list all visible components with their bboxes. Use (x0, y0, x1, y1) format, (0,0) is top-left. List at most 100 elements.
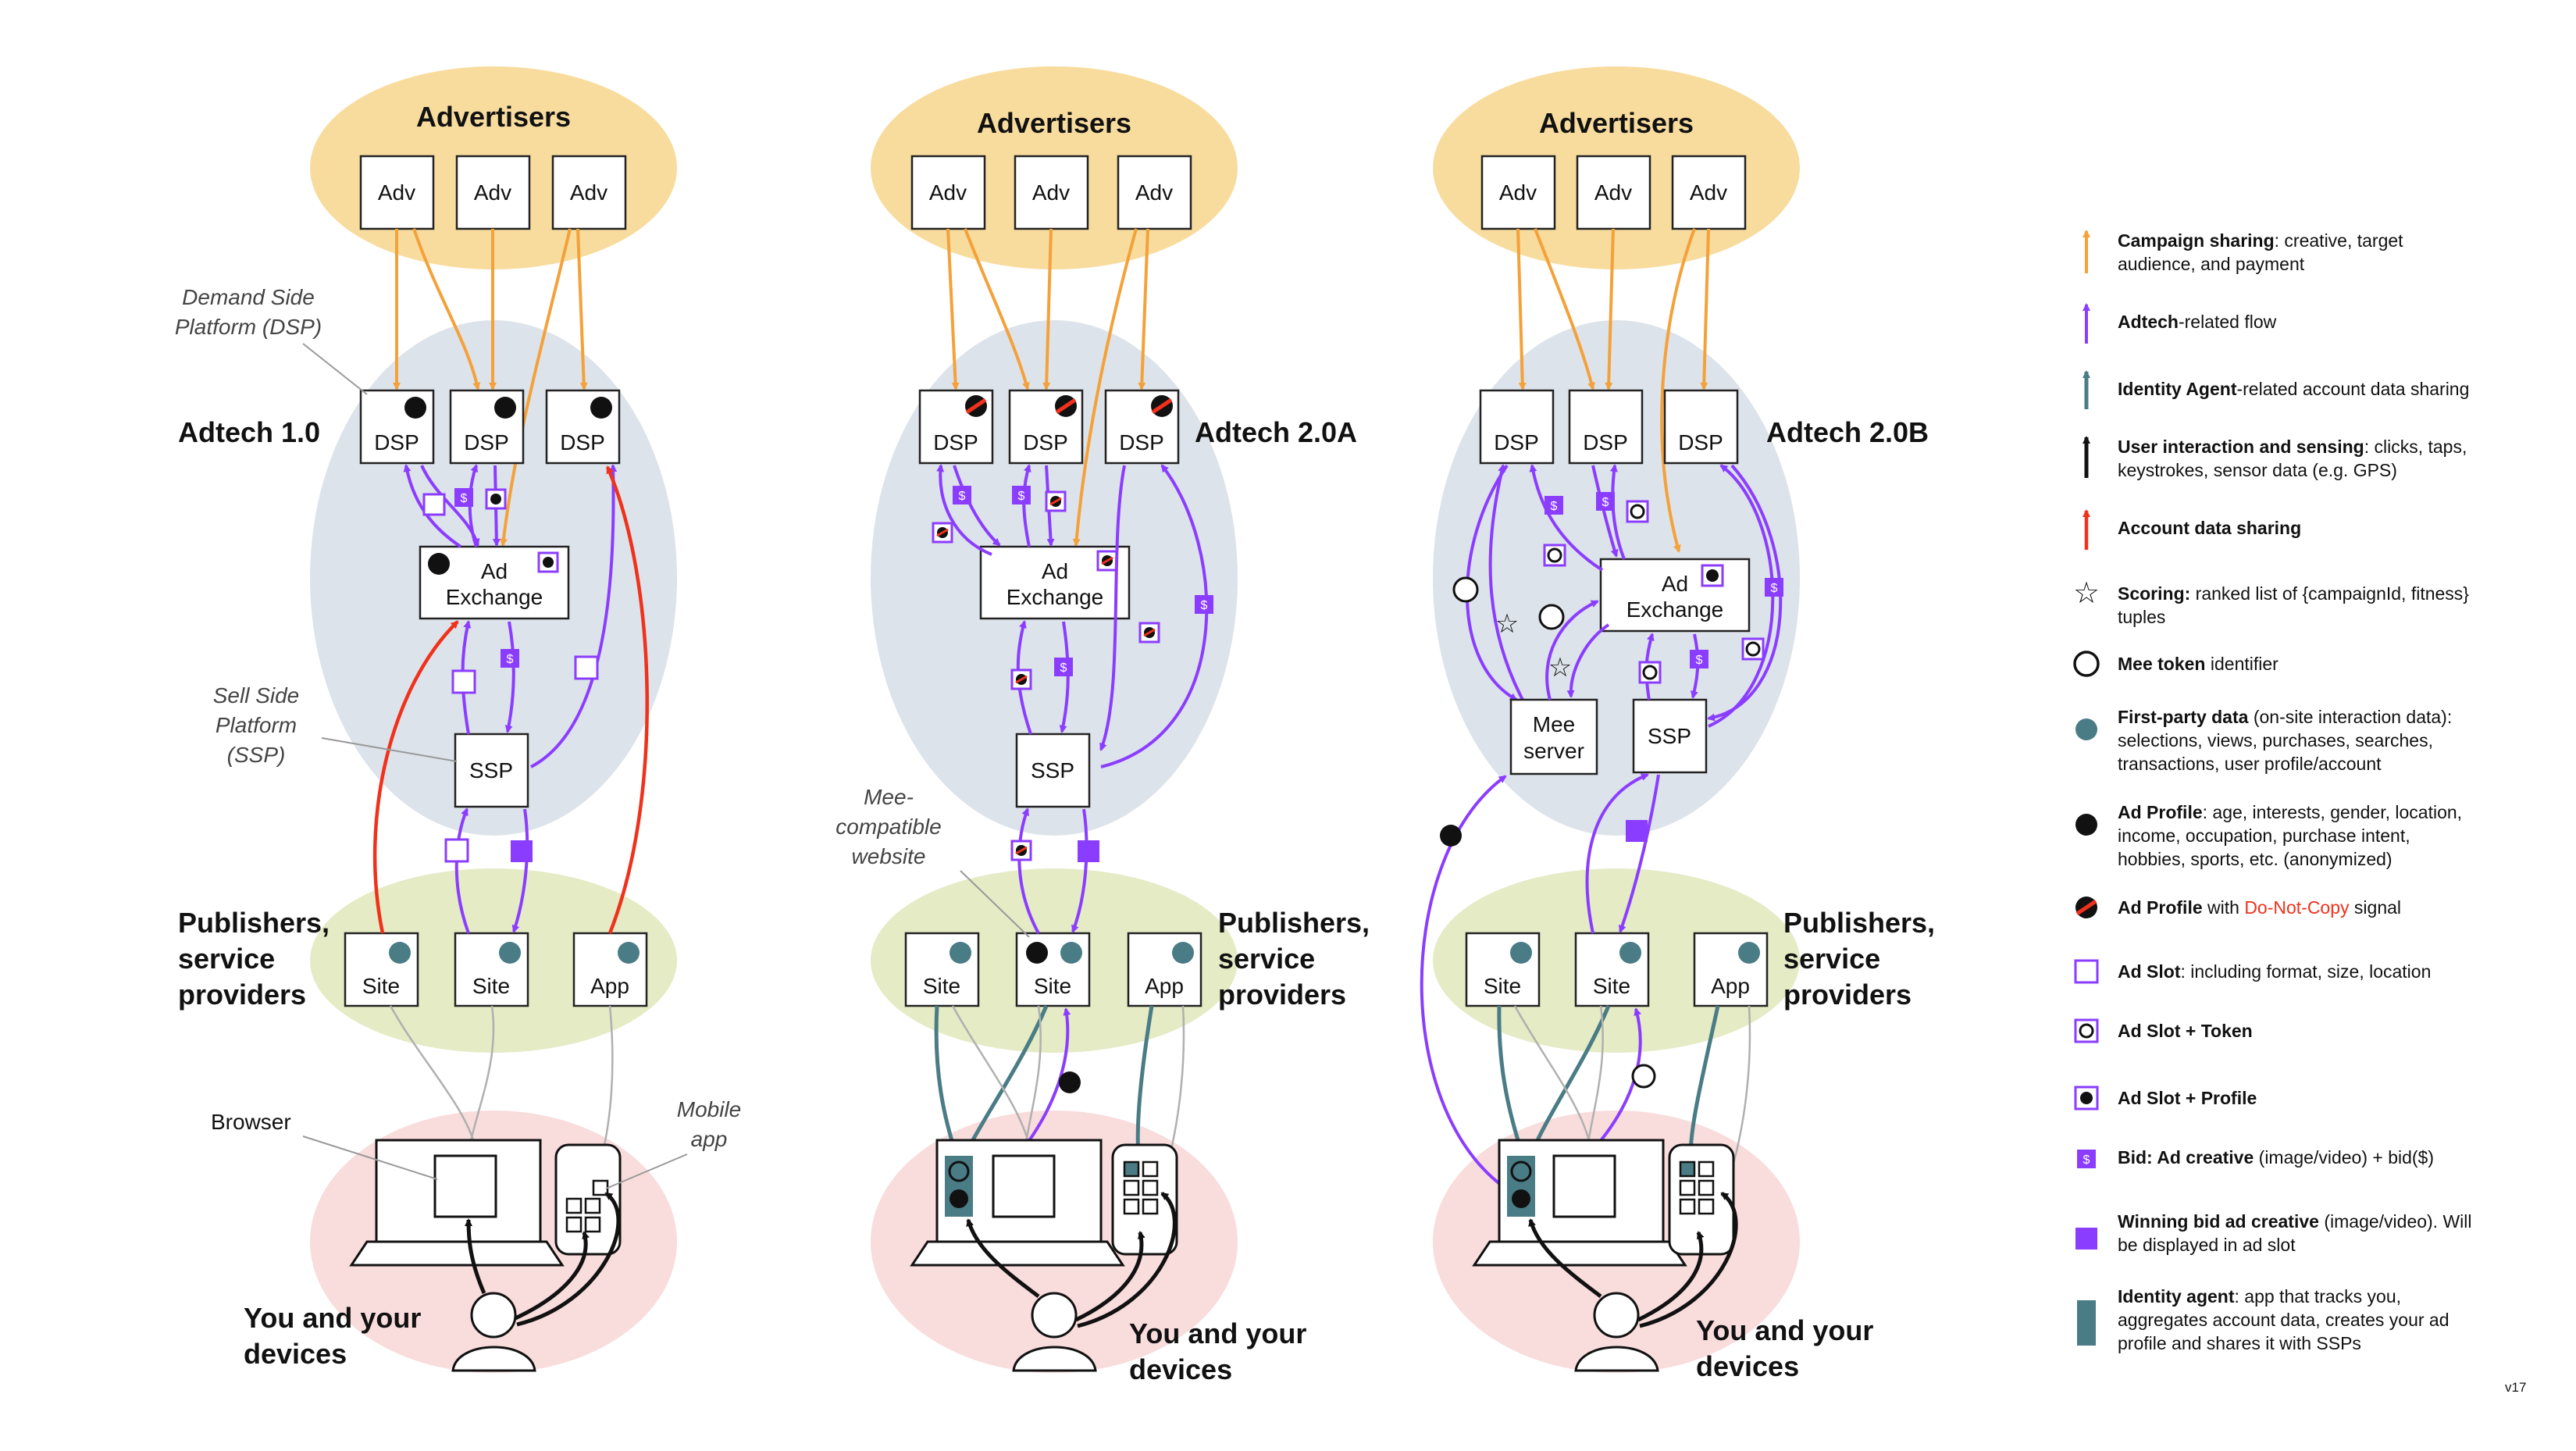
ad-slot-icon (444, 838, 469, 863)
ad-slot-profile-icon (485, 488, 507, 510)
adtech-flow-arrow (953, 465, 1001, 547)
adtech-title: Adtech 2.0B (1766, 416, 1929, 448)
user-interaction-arrow (514, 1231, 590, 1321)
adv-label: Adv (474, 180, 511, 205)
legend-ad-profile-icon (2075, 814, 2097, 836)
app-label: App (1711, 974, 1750, 998)
legend-item: selections, views, purchases, searches, (2118, 730, 2433, 750)
app-grid-icon (1679, 1160, 1715, 1215)
bid-symbol: $ (959, 490, 966, 503)
adv-box (910, 155, 986, 230)
app-grid-icon (565, 1179, 609, 1233)
adv-box (1671, 155, 1747, 230)
ad-exchange-box (1599, 558, 1751, 633)
bid-icon (1596, 492, 1615, 511)
scoring-star-icon: ☆ (1548, 653, 1572, 683)
publishers-title: service (1783, 943, 1880, 975)
leader-line (605, 1153, 688, 1189)
dnc-slot-profile-mark (1101, 555, 1113, 566)
person-icon (1031, 1292, 1078, 1339)
leader-line (960, 870, 1030, 938)
ad-slot-profile-dot (1706, 569, 1719, 582)
legend-item: Identity Agent-related account data shar… (2118, 379, 2469, 399)
first-party-data-dot (1738, 942, 1760, 964)
publishers-title: providers (1783, 979, 1912, 1011)
mee-token-icon (1631, 1064, 1656, 1089)
campaign-arrow (1605, 228, 1615, 390)
legend-item: income, occupation, purchase intent, (2118, 825, 2410, 846)
person-body (451, 1346, 536, 1372)
identity-agent-profile-dot (1512, 1189, 1530, 1208)
users-title: devices (1129, 1353, 1232, 1385)
campaign-arrow (412, 228, 481, 390)
adv-box (551, 155, 627, 230)
leader-line (302, 343, 368, 395)
dsp-box (1568, 389, 1644, 465)
adv-label: Adv (1499, 180, 1537, 205)
users-title: You and your (1696, 1314, 1873, 1346)
legend-item: Mee token identifier (2118, 654, 2278, 674)
legend-item: Campaign sharing: creative, target (2118, 230, 2403, 251)
account-data-arrow (372, 620, 459, 934)
adtech-flow-arrow (1566, 623, 1610, 698)
bid-icon (1545, 496, 1563, 515)
bid-symbol: $ (507, 653, 514, 666)
legend-token-icon (2073, 651, 2100, 677)
user-interaction-arrow (1528, 1218, 1602, 1298)
adtech-flow-arrow (1529, 464, 1604, 572)
dnc-slot-profile-icon (1045, 490, 1067, 512)
users-title: You and your (244, 1302, 421, 1334)
legend-item: profile and shares it with SSPs (2118, 1333, 2361, 1353)
adv-label: Adv (1032, 180, 1070, 205)
mee-server-label: Mee (1533, 712, 1575, 736)
legend-item: Bid: Ad creative (image/video) + bid($) (2118, 1147, 2434, 1168)
column-adtech-2b: Advertisers Adv Adv Adv DSP DSP DSP Adte… (1420, 66, 1935, 1382)
adtech-flow-arrow (1017, 807, 1040, 934)
publishers-title: providers (178, 979, 306, 1011)
site-label: Site (472, 974, 510, 998)
mee-site-annotation: Mee- (864, 785, 914, 809)
legend: Campaign sharing: creative, target audie… (2073, 230, 2526, 1395)
adv-label: Adv (1135, 180, 1173, 205)
scoring-star-icon: ☆ (1495, 609, 1519, 639)
exchange-label: Exchange (1626, 597, 1724, 622)
bid-icon (501, 649, 519, 668)
app-label: App (590, 974, 629, 998)
identity-agent-profile-dot (950, 1189, 968, 1208)
dnc-slot-profile-mark (1049, 496, 1062, 507)
ad-profile-dot (590, 397, 612, 419)
ssp-annotation: Platform (216, 713, 297, 737)
adtech-flow-arrow (511, 808, 529, 933)
publishers-title: service (178, 943, 275, 975)
adv-label: Adv (929, 180, 967, 205)
user-interaction-arrow (1639, 1191, 1738, 1328)
legend-slot-token-circle (2079, 1023, 2094, 1039)
leader-line (321, 737, 458, 762)
browser-annotation: Browser (211, 1110, 291, 1134)
adtech-flow-arrow (1059, 621, 1070, 733)
adtech-flow-arrow (1100, 464, 1209, 768)
dsp-box (1663, 389, 1739, 465)
publishers-title: Publishers, (1783, 907, 1935, 939)
adtech-title: Adtech 1.0 (178, 416, 320, 448)
winning-bid-icon (1626, 820, 1648, 842)
legend-item: User interaction and sensing: clicks, ta… (2118, 437, 2467, 457)
first-party-data-dot (950, 942, 971, 964)
site-label: Site (923, 974, 960, 998)
site-label: Site (1593, 974, 1630, 998)
ad-slot-token-circle (1630, 504, 1645, 519)
user-interaction-arrow (966, 1218, 1040, 1298)
adtech-flow-arrow (403, 464, 462, 548)
legend-ad-slot-icon (2074, 959, 2099, 984)
publishers-title: providers (1218, 979, 1346, 1011)
mee-site-annotation: compatible (836, 815, 941, 839)
connection-line (1513, 1005, 1593, 1153)
legend-item: Identity agent: app that tracks you, (2118, 1286, 2401, 1307)
bid-icon (1195, 595, 1213, 614)
ssp-annotation: (SSP) (227, 743, 286, 767)
campaign-arrow (499, 228, 572, 547)
dsp-label: DSP (1023, 430, 1068, 455)
adtech-flow-arrow (1707, 464, 1783, 722)
ad-profile-dot (494, 397, 516, 419)
campaign-arrow (1534, 228, 1595, 390)
